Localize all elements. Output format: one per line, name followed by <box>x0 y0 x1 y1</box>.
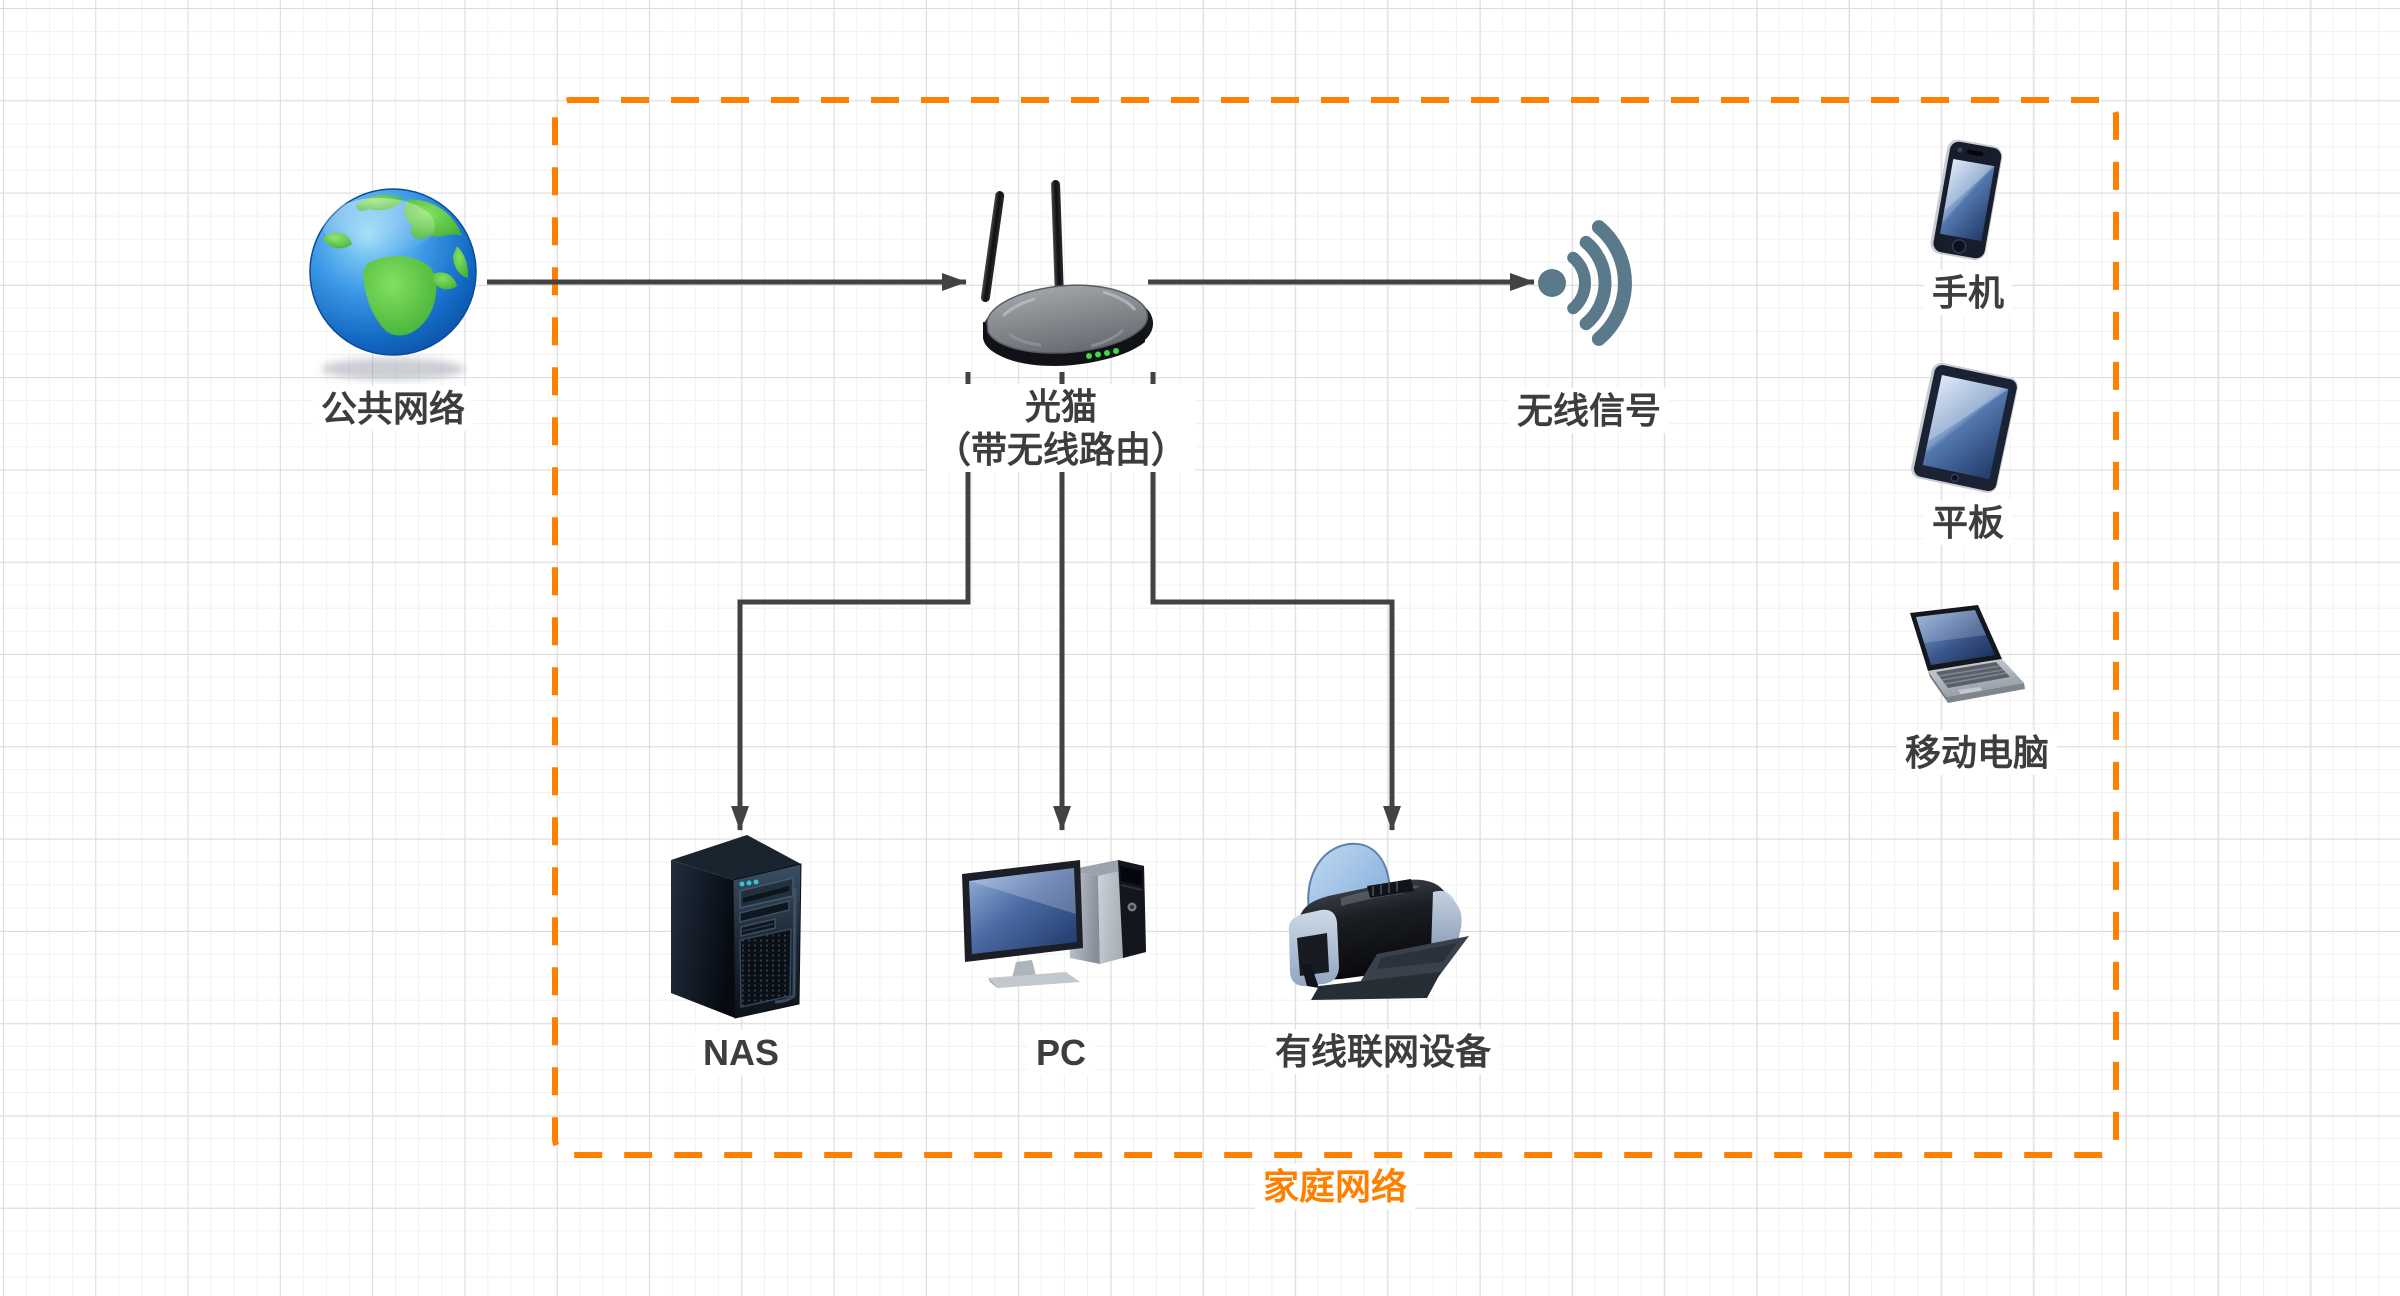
tablet-label: 平板 <box>1923 500 2013 546</box>
desktop-pc-icon[interactable] <box>958 852 1163 992</box>
connector-modem-wired[interactable] <box>1150 372 1401 831</box>
laptop-icon[interactable] <box>1896 603 2030 715</box>
wired-device-label: 有线联网设备 <box>1266 1029 1500 1075</box>
internet-label: 公共网络 <box>312 386 474 432</box>
tablet-graphic <box>1910 363 2018 493</box>
nas-graphic <box>671 835 802 1019</box>
globe-icon[interactable] <box>307 184 479 384</box>
nas-label: NAS <box>694 1030 788 1076</box>
wifi-signal-icon[interactable] <box>1538 220 1632 346</box>
home-network-title: 家庭网络 <box>1254 1164 1416 1210</box>
modem-label-line1: 光猫 <box>1024 386 1098 427</box>
smartphone-icon[interactable] <box>1925 135 2009 269</box>
modem-label: 光猫 （带无线路由） <box>926 384 1196 473</box>
router-icon[interactable] <box>955 172 1170 382</box>
pc-graphic <box>962 860 1146 990</box>
phone-label: 手机 <box>1923 270 2013 316</box>
connector-modem-nas[interactable] <box>731 372 971 831</box>
laptop-label: 移动电脑 <box>1896 730 2058 776</box>
router-graphic <box>980 180 1154 366</box>
modem-label-line2: （带无线路由） <box>934 429 1188 471</box>
home-network-boundary[interactable] <box>552 97 2119 1158</box>
nas-icon[interactable] <box>663 828 815 1026</box>
wifi-label: 无线信号 <box>1508 388 1670 434</box>
pc-label: PC <box>1027 1030 1095 1076</box>
printer-icon[interactable] <box>1281 836 1476 1016</box>
printer-graphic <box>1288 842 1469 1000</box>
phone-graphic <box>1930 139 2003 261</box>
laptop-graphic <box>1910 605 2025 703</box>
globe-graphic <box>309 188 477 380</box>
tablet-icon[interactable] <box>1908 363 2022 497</box>
